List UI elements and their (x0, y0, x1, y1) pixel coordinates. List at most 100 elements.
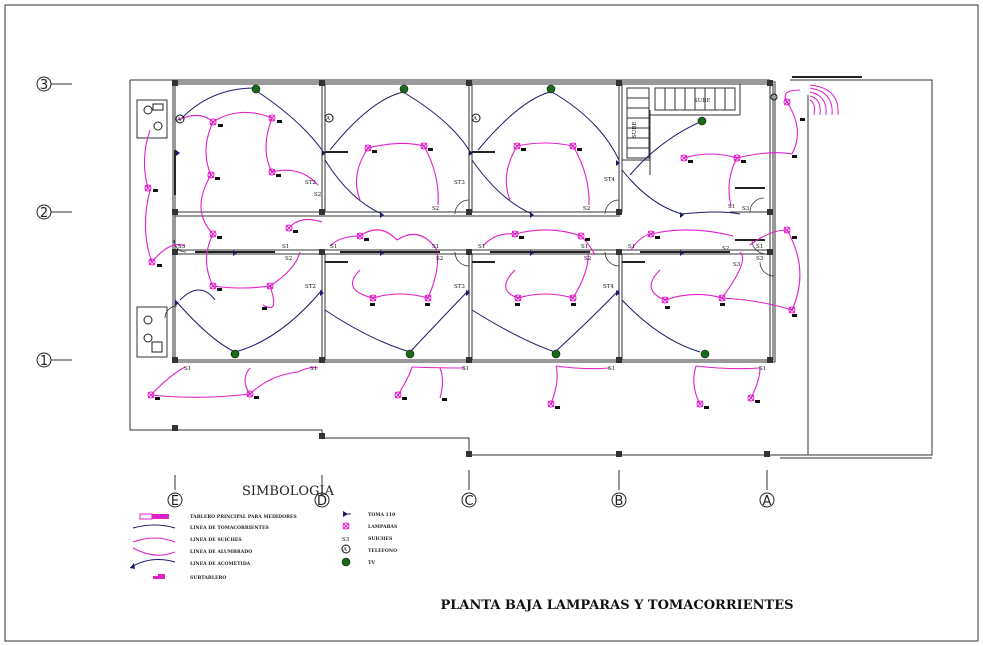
svg-text:A: A (176, 117, 182, 123)
tv-icon (341, 557, 351, 567)
telephone-icon (770, 93, 778, 101)
switch-labels: ST2 S2 ST3 ST4 S2 S2 S1 S3 S3 S1 S2 S1 S… (178, 177, 766, 372)
lamp-icon (147, 391, 155, 399)
legend-label: LINEA DE SUICHES (190, 537, 242, 543)
lamp-icon (718, 294, 726, 302)
tv-icon (700, 349, 710, 359)
col-axis-d: D (314, 475, 330, 509)
switch-tag: ST2 (305, 284, 316, 290)
lamp-icon (356, 232, 364, 240)
col-axis-b-label: B (615, 494, 624, 509)
lamp-icon (364, 144, 372, 152)
switch-tag: ST3 (454, 284, 465, 290)
telephone-icon: A (324, 113, 334, 123)
svg-text:A: A (342, 547, 348, 553)
lamp-icon (680, 154, 688, 162)
lamp-icon (268, 114, 276, 122)
tv-icon (399, 84, 409, 94)
switch-tag: S1 (310, 366, 317, 372)
col-axis-b: B (611, 470, 627, 509)
lamp-icon (144, 184, 152, 192)
tv-icons (230, 84, 710, 359)
lamp-symbols (144, 98, 796, 408)
telephone-icon: A (175, 114, 185, 124)
tv-icon (546, 84, 556, 94)
lamp-icon (783, 226, 791, 234)
col-axis-c: C (461, 470, 477, 509)
lamp-icon (209, 118, 217, 126)
legend-item-alumbrado: LINEA DE ALUMBRADO (132, 547, 252, 556)
legend-label: TV (368, 560, 375, 566)
building-walls (129, 76, 933, 459)
heavy-wall-segments (174, 150, 765, 263)
lamp-icon (661, 296, 669, 304)
legend-item-tomacorrientes: LINEA DE TOMACORRIENTES (132, 524, 269, 531)
outlet-circuits (174, 87, 741, 353)
switch-tag: S2 (722, 246, 729, 252)
lamp-icon (420, 142, 428, 150)
legend-item-suiches-symbol: S3 SUICHES (342, 536, 393, 543)
lamp-icon (577, 232, 585, 240)
fixture-tags (153, 118, 805, 409)
col-axis-e: E (167, 475, 183, 509)
lamp-icon (733, 154, 741, 162)
stair-label-2: SUBE (632, 122, 638, 138)
lamp-icon (424, 294, 432, 302)
switch-tag: S1 (608, 366, 615, 372)
legend-label: SUBTABLERO (190, 575, 226, 581)
switch-tag: ST3 (454, 180, 465, 186)
switch-tag: S1 (330, 244, 337, 250)
sheet-border (4, 4, 979, 642)
lamp-icon (513, 142, 521, 150)
lamp-icon (207, 171, 215, 179)
telephone-icons: A A A (175, 93, 778, 124)
legend-item-suiches: LINEA DE SUICHES (132, 537, 242, 543)
legend-item-acometida: LINEA DE ACOMETIDA (129, 559, 251, 569)
legend-item-telefono: A TELEFONO (341, 544, 397, 554)
legend-item-tv: TV (341, 557, 375, 567)
legend-label: LINEA DE ACOMETIDA (190, 561, 251, 567)
lamp-icon (209, 230, 217, 238)
lamp-icon (285, 224, 293, 232)
lamp-icon (569, 294, 577, 302)
switch-tag: S1 (728, 204, 735, 210)
tv-icon (230, 349, 240, 359)
bathroom-top (136, 99, 168, 139)
switch-tag: S3 (756, 256, 764, 262)
switch-tag: S2 (285, 256, 292, 262)
legend-item-subtablero: SUBTABLERO (153, 574, 226, 581)
lamp-icon (569, 142, 577, 150)
switch-tag: S1 (581, 244, 588, 250)
tv-icon (697, 116, 707, 126)
switch-tag: S2 (314, 192, 321, 198)
legend-label: TELEFONO (368, 548, 397, 554)
legend-label: LINEA DE TOMACORRIENTES (190, 525, 269, 531)
stair-label: SUBE (694, 98, 710, 104)
switch-tag: S3 (742, 206, 750, 212)
switch-tag: S2 (436, 256, 443, 262)
col-axis-e-label: E (171, 494, 179, 509)
tv-icon (405, 349, 415, 359)
col-axis-c-label: C (464, 494, 473, 509)
staircase: SUBE SUBE (626, 87, 736, 159)
row-axis-2-label: 2 (40, 206, 48, 221)
lamp-icon (342, 522, 350, 530)
switch-tag: S1 (282, 244, 289, 250)
switch-tag: S2 (584, 256, 591, 262)
lamp-icon (369, 294, 377, 302)
switch-tag: S1 (478, 244, 485, 250)
lamp-icon (547, 400, 555, 408)
lamp-icon (394, 391, 402, 399)
column-posts (172, 80, 773, 457)
switch-tag: S1 (432, 244, 439, 250)
lamp-icon (696, 400, 704, 408)
switch-tag: ST4 (604, 177, 615, 183)
switch-tag: S1 (756, 244, 763, 250)
legend-label: TOMA 110 (368, 512, 395, 518)
lamp-icon (209, 282, 217, 290)
switch-tag: S3 (178, 244, 186, 250)
col-axis-a-label: A (763, 494, 772, 509)
legend-item-toma110: TOMA 110 (343, 511, 395, 518)
lamp-icon (268, 168, 276, 176)
